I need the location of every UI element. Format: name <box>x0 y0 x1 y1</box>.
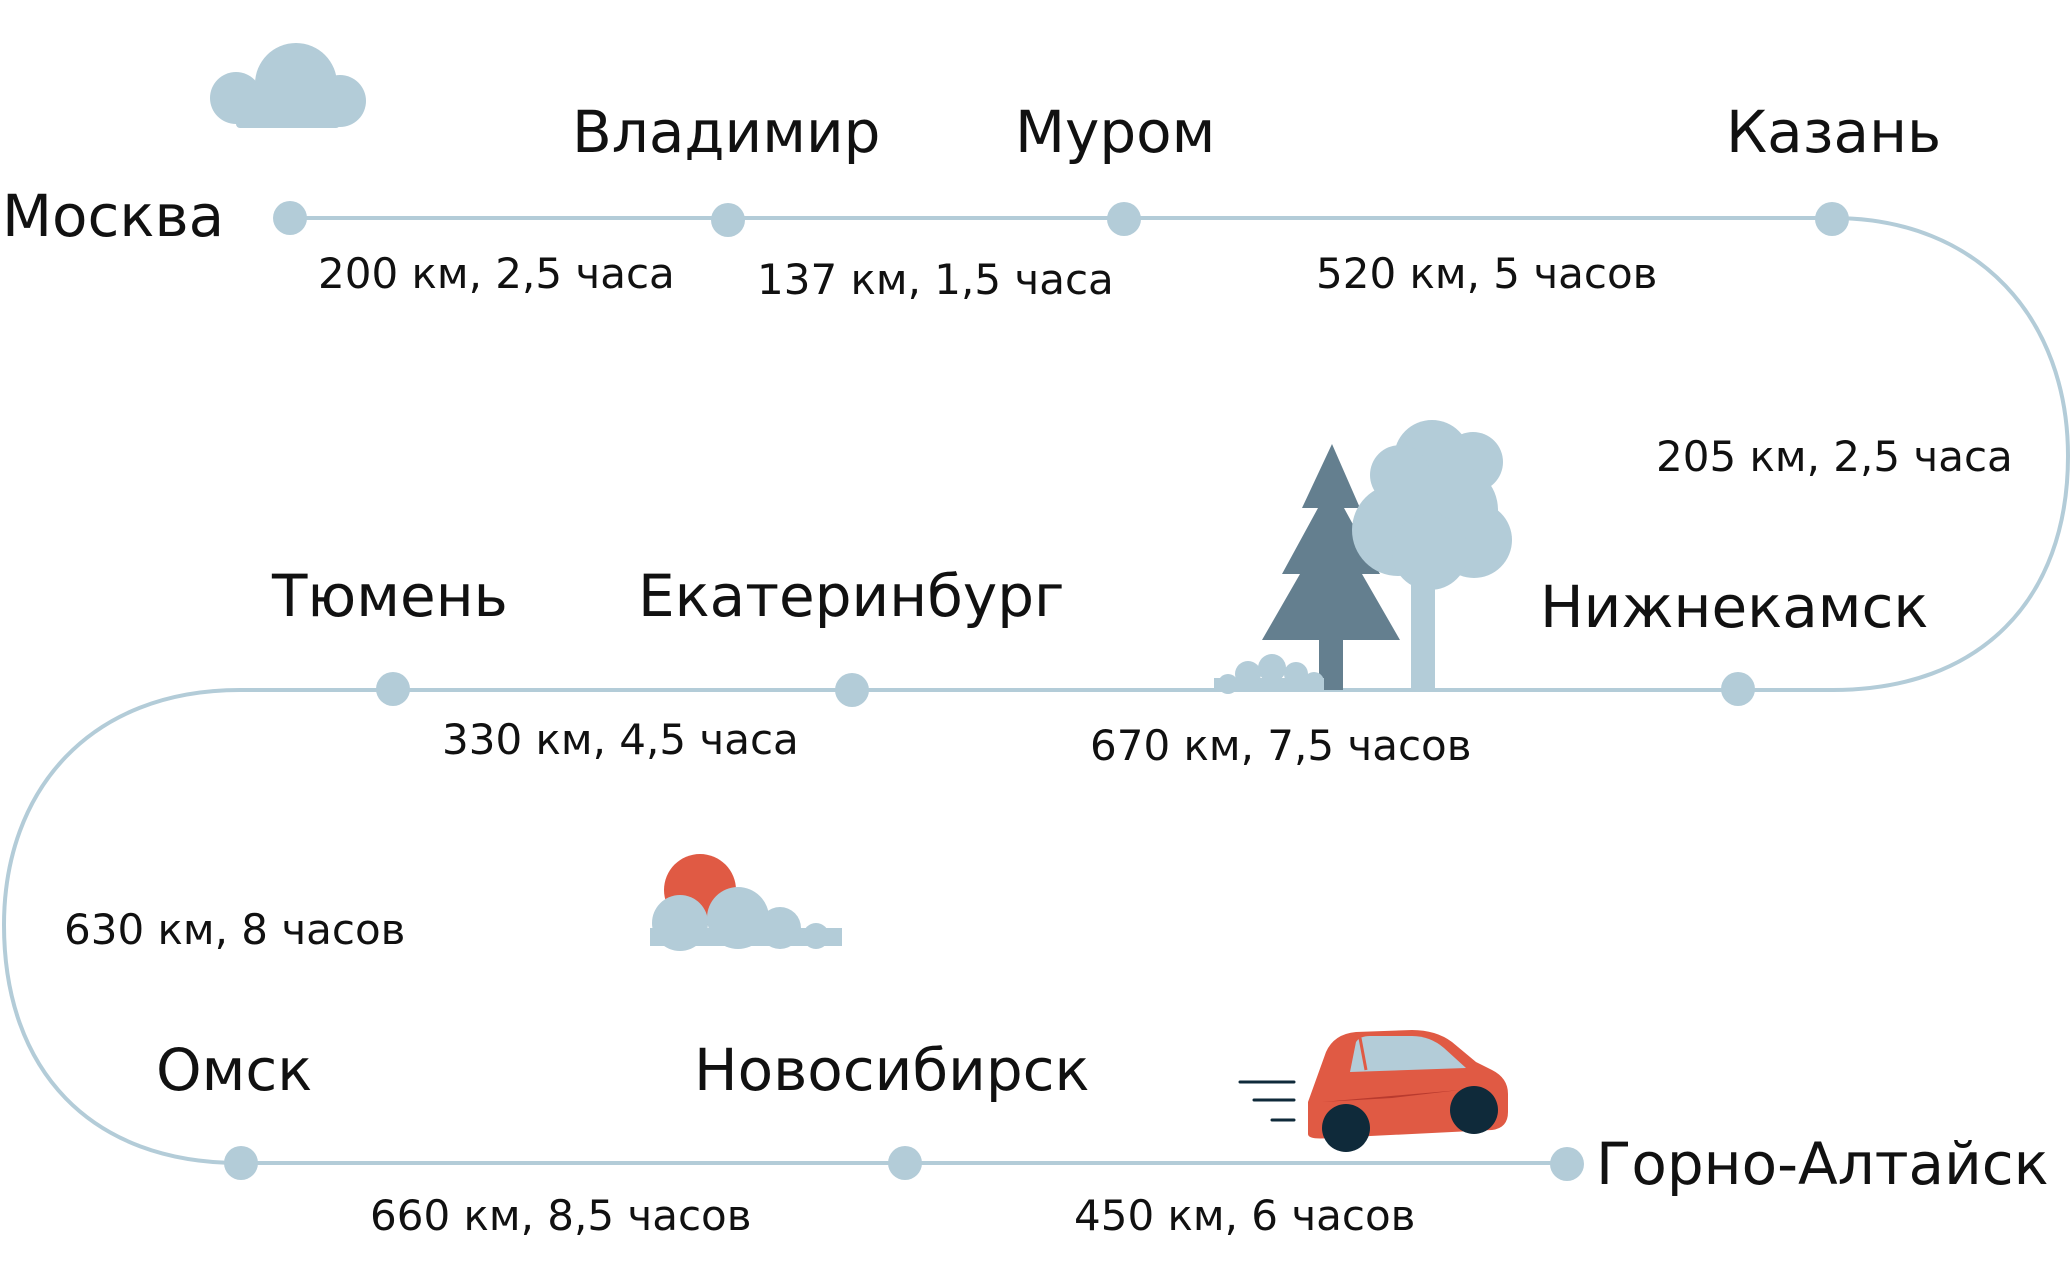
bush-icon <box>1214 654 1324 694</box>
speed-lines <box>1238 1080 1296 1122</box>
stop-ekaterinburg <box>835 673 869 707</box>
city-label-kazan: Казань <box>1726 98 1941 166</box>
city-label-tyumen: Тюмень <box>271 562 508 630</box>
stop-tyumen <box>376 672 410 706</box>
city-stops <box>224 201 1849 1181</box>
segment-label-kazan-nizhnekamsk: 205 км, 2,5 часа <box>1656 432 2013 481</box>
city-label-nizhnekamsk: Нижнекамск <box>1540 573 1928 641</box>
segment-label-omsk-novosibirsk: 660 км, 8,5 часов <box>370 1191 752 1240</box>
segment-label-moskva-vladimir: 200 км, 2,5 часа <box>318 249 675 298</box>
stop-novosibirsk <box>888 1146 922 1180</box>
stop-kazan <box>1815 202 1849 236</box>
city-label-murom: Муром <box>1015 98 1215 166</box>
city-labels: Москва Владимир Муром Казань Нижнекамск … <box>2 98 2049 1198</box>
stop-gorno-altaysk <box>1550 1147 1584 1181</box>
city-label-novosibirsk: Новосибирск <box>694 1036 1090 1104</box>
segment-label-tyumen-omsk: 630 км, 8 часов <box>64 905 405 954</box>
sun-cloud-icon <box>650 854 842 951</box>
stop-nizhnekamsk <box>1721 672 1755 706</box>
car-icon <box>1238 1030 1508 1152</box>
city-label-moskva: Москва <box>2 182 224 250</box>
stop-omsk <box>224 1146 258 1180</box>
segment-label-novosibirsk-gorno-altaysk: 450 км, 6 часов <box>1074 1191 1415 1240</box>
segment-label-nizhnekamsk-ekaterinburg: 670 км, 7,5 часов <box>1090 721 1472 770</box>
city-label-vladimir: Владимир <box>572 98 880 166</box>
route-line <box>1 216 2071 1165</box>
deciduous-tree-icon <box>1352 420 1512 690</box>
city-label-omsk: Омск <box>156 1036 312 1104</box>
city-label-ekaterinburg: Екатеринбург <box>638 562 1065 630</box>
segment-label-vladimir-murom: 137 км, 1,5 часа <box>757 255 1114 304</box>
stop-murom <box>1107 202 1141 236</box>
city-label-gorno-altaysk: Горно-Алтайск <box>1596 1130 2049 1198</box>
stop-vladimir <box>711 203 745 237</box>
cloud-icon <box>210 43 366 128</box>
segment-label-ekaterinburg-tyumen: 330 км, 4,5 часа <box>442 715 799 764</box>
segment-labels: 200 км, 2,5 часа 137 км, 1,5 часа 520 км… <box>64 249 2013 1240</box>
stop-moskva <box>273 201 307 235</box>
segment-label-murom-kazan: 520 км, 5 часов <box>1316 249 1657 298</box>
